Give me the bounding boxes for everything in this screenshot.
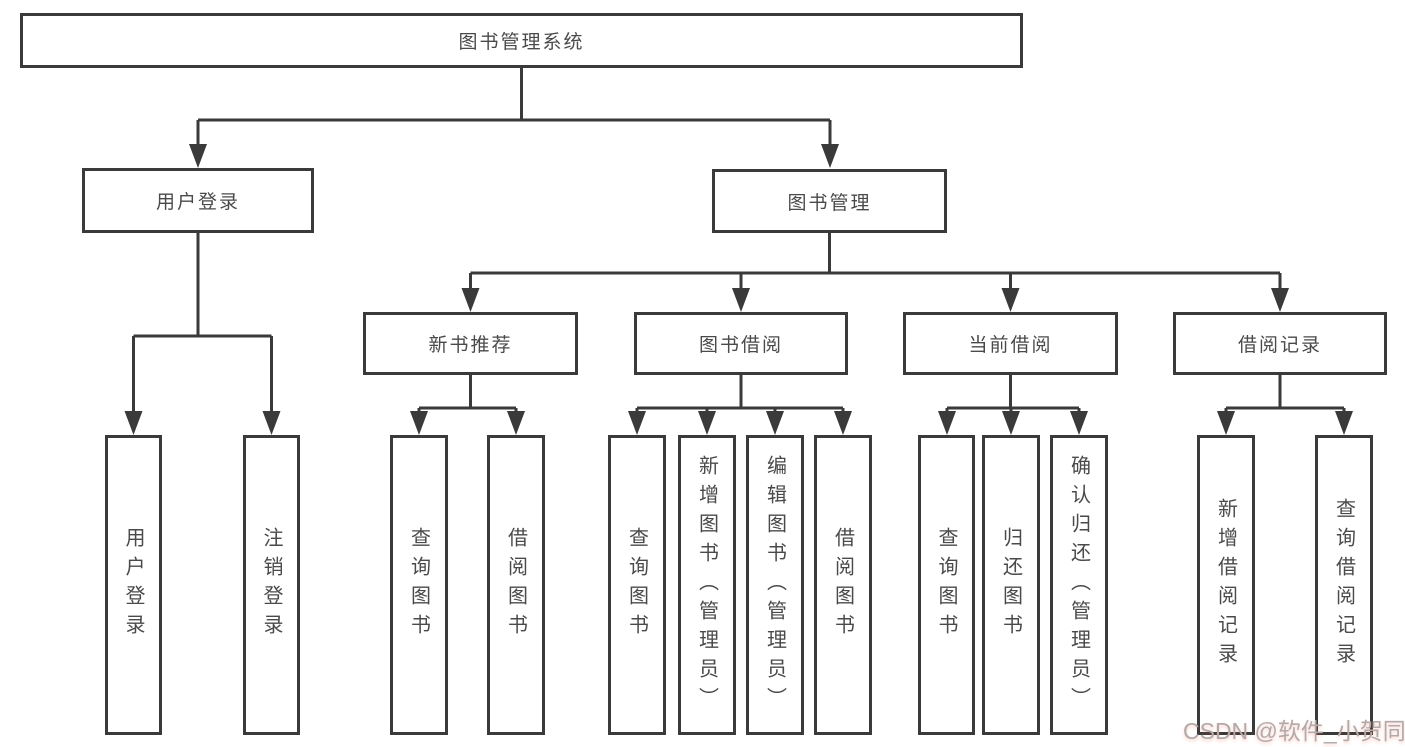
leaf-user-login: 用户登录 [105, 435, 162, 735]
leaf-query-book: 查询图书 [608, 435, 666, 735]
leaf-query-book: 查询图书 [390, 435, 448, 735]
node-current-borrowing: 当前借阅 [903, 312, 1118, 375]
node-borrowing-records: 借阅记录 [1173, 312, 1387, 375]
leaf-add-book-admin: 新增图书（管理员） [678, 435, 736, 735]
leaf-borrow-book: 借阅图书 [487, 435, 545, 735]
arrowhead-icons [124, 144, 1353, 435]
csdn-watermark: CSDN @软件_小贺同学 [1183, 718, 1405, 744]
leaf-edit-book-admin: 编辑图书（管理员） [746, 435, 804, 735]
leaf-query-borrow-record: 查询借阅记录 [1315, 435, 1373, 735]
node-book-borrowing: 图书借阅 [634, 312, 848, 375]
node-user-login: 用户登录 [82, 168, 314, 233]
leaf-query-book: 查询图书 [918, 435, 975, 735]
leaf-borrow-book: 借阅图书 [814, 435, 872, 735]
leaf-return-book: 归还图书 [982, 435, 1040, 735]
leaf-confirm-return-admin: 确认归还（管理员） [1050, 435, 1108, 735]
leaf-add-borrow-record: 新增借阅记录 [1197, 435, 1255, 735]
node-new-book-recommend: 新书推荐 [363, 312, 578, 375]
node-book-management: 图书管理 [712, 169, 947, 233]
leaf-logout: 注销登录 [243, 435, 300, 735]
node-library-system: 图书管理系统 [20, 13, 1023, 68]
